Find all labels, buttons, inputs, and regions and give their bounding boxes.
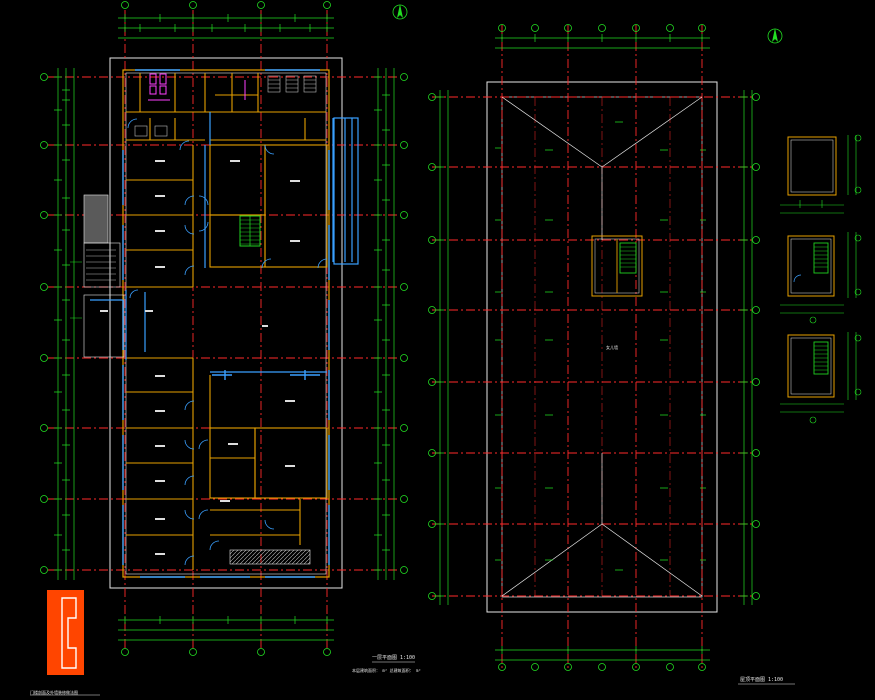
roof-axis-bubbles	[428, 24, 760, 671]
plan-hatched-fixture	[229, 549, 311, 565]
plan-hvac-units	[134, 75, 317, 137]
plan-axis-bubbles	[40, 1, 408, 656]
plan-interior-walls	[126, 73, 328, 570]
roof-outline	[486, 81, 718, 613]
roof-axis-grid	[432, 25, 755, 668]
north-arrow-icon	[767, 28, 783, 44]
plan-room-tags	[100, 160, 300, 555]
roof-stair-housing	[591, 235, 643, 297]
plan-note: 本层建筑面积： m² 总建筑面积： m²	[352, 668, 421, 673]
plan-entrance-annex	[70, 194, 125, 358]
fixture-icon	[148, 73, 246, 101]
title-underlines	[372, 661, 795, 685]
plan-dimension-chains	[54, 14, 395, 641]
roof-center-label: 女儿墙	[606, 345, 618, 350]
plan-stamp-block	[30, 590, 100, 696]
floor-plan	[40, 1, 408, 656]
plan-windows	[122, 69, 330, 578]
plan-glazing-partitions	[90, 112, 359, 373]
roof-ridge-lines	[501, 96, 703, 597]
detail-stair-roof	[780, 134, 862, 214]
plan-axis-grid	[48, 10, 400, 648]
detail-stair-plan-1	[780, 232, 862, 324]
detail-stair-plan-2	[780, 332, 862, 424]
north-arrow-icon	[392, 4, 408, 20]
roof-dimension-chains	[436, 34, 753, 661]
plan-title: 一层平面图 1:100	[372, 655, 416, 661]
stamp-caption: 门楼剖面及外墙装修做法图	[30, 690, 78, 695]
stair-icon	[239, 215, 261, 247]
roof-plan	[428, 24, 760, 671]
detail-drawings	[780, 134, 862, 424]
plan-site-outline	[109, 57, 343, 589]
roof-slope-arrows	[495, 121, 706, 571]
roof-plan-title: 屋顶平面图 1:100	[740, 677, 784, 683]
plan-door-swings	[127, 118, 328, 566]
